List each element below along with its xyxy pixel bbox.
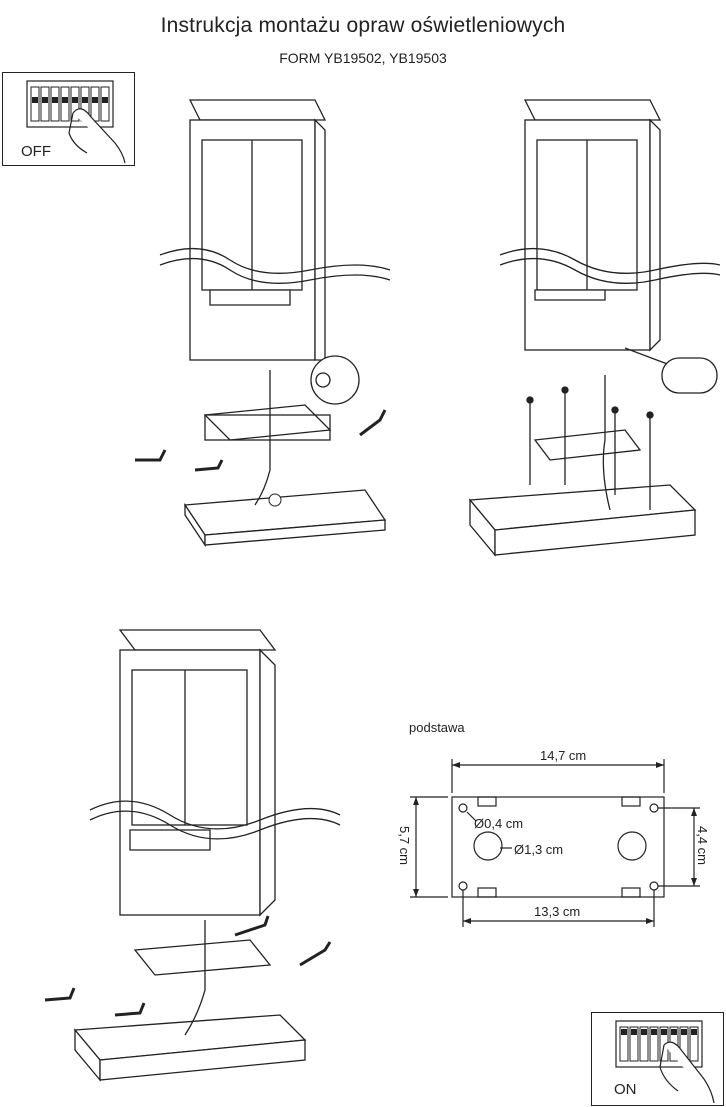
dim-height-holes: 4,4 cm bbox=[695, 825, 711, 866]
step3-illustration bbox=[44, 629, 341, 1082]
document-subtitle: FORM YB19502, YB19503 bbox=[279, 50, 447, 66]
base-dimension-drawing bbox=[410, 759, 700, 927]
on-label: ON bbox=[614, 1081, 637, 1098]
dim-height-total: 5,7 cm bbox=[397, 825, 413, 866]
breaker-on-panel: ON bbox=[591, 1012, 724, 1106]
step2-illustration bbox=[468, 99, 721, 557]
breaker-off-panel: OFF bbox=[2, 72, 135, 166]
off-label: OFF bbox=[21, 143, 51, 160]
dim-hole-large: Ø1,3 cm bbox=[514, 842, 564, 857]
step1-illustration bbox=[135, 99, 391, 548]
breaker-switch-icon bbox=[615, 1020, 715, 1104]
dim-hole-small: Ø0,4 cm bbox=[474, 816, 524, 831]
breaker-switch-icon bbox=[26, 80, 126, 164]
dim-width-holes: 13,3 cm bbox=[534, 904, 581, 919]
base-label: podstawa bbox=[409, 720, 465, 735]
document-title: Instrukcja montażu opraw oświetleniowych bbox=[160, 14, 566, 37]
dim-width-total: 14,7 cm bbox=[540, 748, 587, 763]
